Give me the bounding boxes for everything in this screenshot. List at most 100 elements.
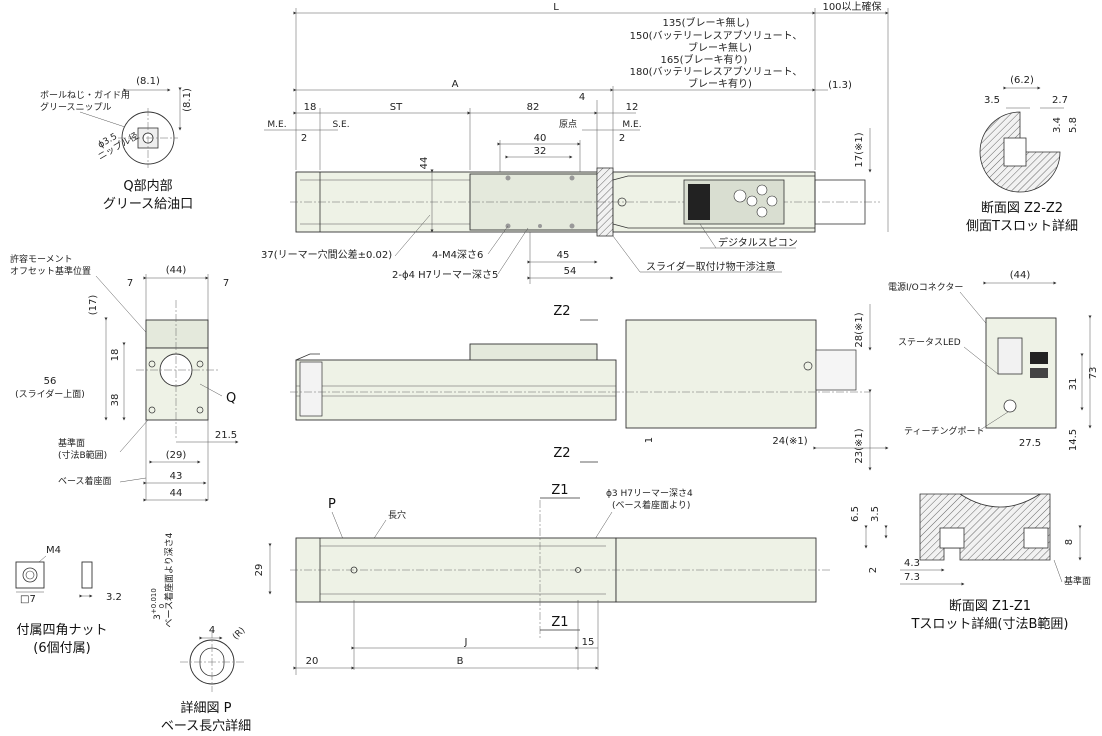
digital-speed-controller-label: デジタルスピコン bbox=[718, 236, 798, 249]
q-marker: Q bbox=[226, 391, 236, 406]
q-caption-2: グリース給油口 bbox=[103, 197, 193, 212]
origin-label: 原点 bbox=[559, 119, 577, 130]
side-view: Z2 28(※1) 23(※1) 24(※1) 1 Z2 bbox=[290, 304, 889, 471]
dim-8-1-h: (8.1) bbox=[136, 76, 160, 87]
z1-top-label: Z1 bbox=[551, 483, 568, 498]
p-tolerance: 3+0.0100 bbox=[150, 588, 166, 620]
motor-len-6: ブレーキ有り) bbox=[688, 77, 752, 90]
dim-21-5: 21.5 bbox=[215, 430, 237, 441]
z1-bottom-label: Z1 bbox=[551, 615, 568, 630]
display-panel bbox=[688, 184, 710, 220]
end-view: 許容モーメント オフセット基準位置 (44) 7 7 (17) 18 38 56… bbox=[10, 253, 239, 502]
dim-27-5: 27.5 bbox=[1019, 438, 1041, 449]
dim-1-side: 1 bbox=[644, 437, 655, 443]
p-detail: 3+0.0100 ベース着座面より深さ4 4 (R) 詳細図 P ベース長穴詳細 bbox=[150, 532, 251, 734]
dim-82: 82 bbox=[527, 102, 540, 113]
dim-2-left: 2 bbox=[301, 133, 307, 144]
dim-4: 4 bbox=[579, 92, 585, 103]
end-slider bbox=[145, 319, 209, 349]
dim-56-label: (スライダー上面) bbox=[15, 388, 85, 400]
dim-54: 54 bbox=[564, 266, 577, 277]
m4-tap-note: 4-M4深さ6 bbox=[432, 249, 483, 261]
dim-15: 15 bbox=[582, 637, 595, 648]
slider-interference-label: スライダー取付け物干渉注意 bbox=[646, 260, 776, 273]
reamer-note-2: (ベース着座面より) bbox=[612, 499, 690, 511]
dim-20: 20 bbox=[306, 656, 319, 667]
p-marker: P bbox=[328, 497, 336, 512]
dim-7-left: 7 bbox=[127, 278, 133, 289]
dim-18: 18 bbox=[304, 102, 317, 113]
motor-len-1: 135(ブレーキ無し) bbox=[663, 16, 750, 29]
q-caption-1: Q部内部 bbox=[123, 178, 172, 194]
dim-29-bottom: 29 bbox=[254, 564, 265, 577]
p-radius: (R) bbox=[231, 626, 247, 642]
dim-7-3: 7.3 bbox=[904, 572, 920, 583]
nut-thickness: 3.2 bbox=[106, 592, 122, 603]
nut-side bbox=[81, 561, 93, 589]
z1-section: 6.5 3.5 8 4.3 7.3 2 基準面 断面図 Z1-Z1 Tスロット詳… bbox=[850, 493, 1091, 632]
brand-logo bbox=[1030, 352, 1048, 364]
z2-caption-2: 側面Tスロット詳細 bbox=[966, 218, 1078, 234]
p-tol-sup: +0.010 bbox=[150, 588, 158, 614]
z2-bottom-label: Z2 bbox=[553, 446, 570, 461]
p-tol-sub: 0 bbox=[158, 604, 166, 608]
z2-section: (6.2) 3.5 2.7 3.4 5.8 断面図 Z2-Z2 側面Tスロット詳… bbox=[966, 75, 1079, 234]
dim-8-1-v: (8.1) bbox=[182, 88, 193, 112]
dim-45: 45 bbox=[557, 250, 570, 261]
dim-5-8: 5.8 bbox=[1068, 117, 1079, 133]
z1-caption-2: Tスロット詳細(寸法B範囲) bbox=[910, 616, 1068, 632]
teaching-port-label: ティーチングポート bbox=[904, 425, 984, 437]
dim-3-5-z1: 3.5 bbox=[870, 506, 881, 522]
reamer-note-1: ϕ3 H7リーマー深さ4 bbox=[606, 488, 693, 499]
nut-face bbox=[15, 561, 45, 589]
dim-18-end: 18 bbox=[110, 349, 121, 362]
side-body bbox=[295, 359, 617, 421]
motor-len-5: 180(バッテリーレスアブソリュート、 bbox=[630, 65, 803, 78]
p-tol-value: 3 bbox=[153, 614, 163, 620]
moment-label-1: 許容モーメント bbox=[10, 253, 73, 265]
grease-label-1: ボールねじ・ガイド用 bbox=[40, 90, 130, 101]
dim-28-note: 28(※1) bbox=[854, 312, 865, 347]
dim-17-end: (17) bbox=[88, 295, 99, 316]
dim-2-z1: 2 bbox=[868, 567, 879, 573]
dim-1-3: (1.3) bbox=[828, 80, 852, 91]
dim-L: L bbox=[553, 2, 559, 13]
bottom-view: P 長穴 Z1 ϕ3 H7リーマー深さ4 (ベース着座面より) 29 Z1 J … bbox=[254, 483, 830, 675]
dim-7-right: 7 bbox=[223, 278, 229, 289]
q-detail: ボールねじ・ガイド用 グリースニップル (8.1) (8.1) ϕ3.5 ニップ… bbox=[40, 76, 193, 212]
dim-B: B bbox=[457, 656, 464, 667]
dim-44-top: 44 bbox=[419, 157, 430, 170]
dim-A: A bbox=[452, 79, 459, 90]
nut-caption-1: 付属四角ナット bbox=[16, 623, 107, 638]
dim-31: 31 bbox=[1068, 378, 1079, 391]
connector-label: 電源I/Oコネクター bbox=[888, 282, 963, 293]
dim-4-3: 4.3 bbox=[904, 558, 920, 569]
dim-6-2: (6.2) bbox=[1010, 75, 1034, 86]
status-led-label: ステータスLED bbox=[898, 337, 961, 348]
dim-44-end: (44) bbox=[166, 265, 187, 276]
ref-face-1: 基準面 bbox=[58, 437, 85, 449]
teaching-port-icon bbox=[1003, 399, 1017, 413]
ref-face-2: (寸法B範囲) bbox=[58, 449, 107, 461]
slot-label: 長穴 bbox=[388, 509, 406, 521]
dim-44-motor: (44) bbox=[1010, 270, 1031, 281]
dim-40: 40 bbox=[534, 133, 547, 144]
dim-43-end: 43 bbox=[170, 471, 183, 482]
me-left-label: M.E. bbox=[267, 120, 286, 130]
dim-38-end: 38 bbox=[110, 394, 121, 407]
dim-23-note: 23(※1) bbox=[854, 428, 865, 463]
dim-17-note: 17(※1) bbox=[854, 132, 865, 167]
dim-6-5: 6.5 bbox=[850, 506, 861, 522]
dim-2-7: 2.7 bbox=[1052, 95, 1068, 106]
dim-29-end: (29) bbox=[166, 450, 187, 461]
dim-32: 32 bbox=[534, 146, 547, 157]
side-motor bbox=[625, 319, 817, 429]
dim-73: 73 bbox=[1088, 367, 1099, 380]
p-base-note: ベース着座面より深さ4 bbox=[163, 532, 175, 627]
nut-caption-2: (6個付属) bbox=[33, 641, 90, 656]
top-view: L 100以上確保 135(ブレーキ無し) 150(バッテリーレスアブソリュート… bbox=[261, 0, 889, 284]
motor-len-3: ブレーキ無し) bbox=[688, 41, 752, 54]
dim-2-right: 2 bbox=[619, 133, 625, 144]
motor-end-view: 電源I/Oコネクター (44) ステータスLED 73 31 ティーチングポート… bbox=[888, 270, 1099, 451]
